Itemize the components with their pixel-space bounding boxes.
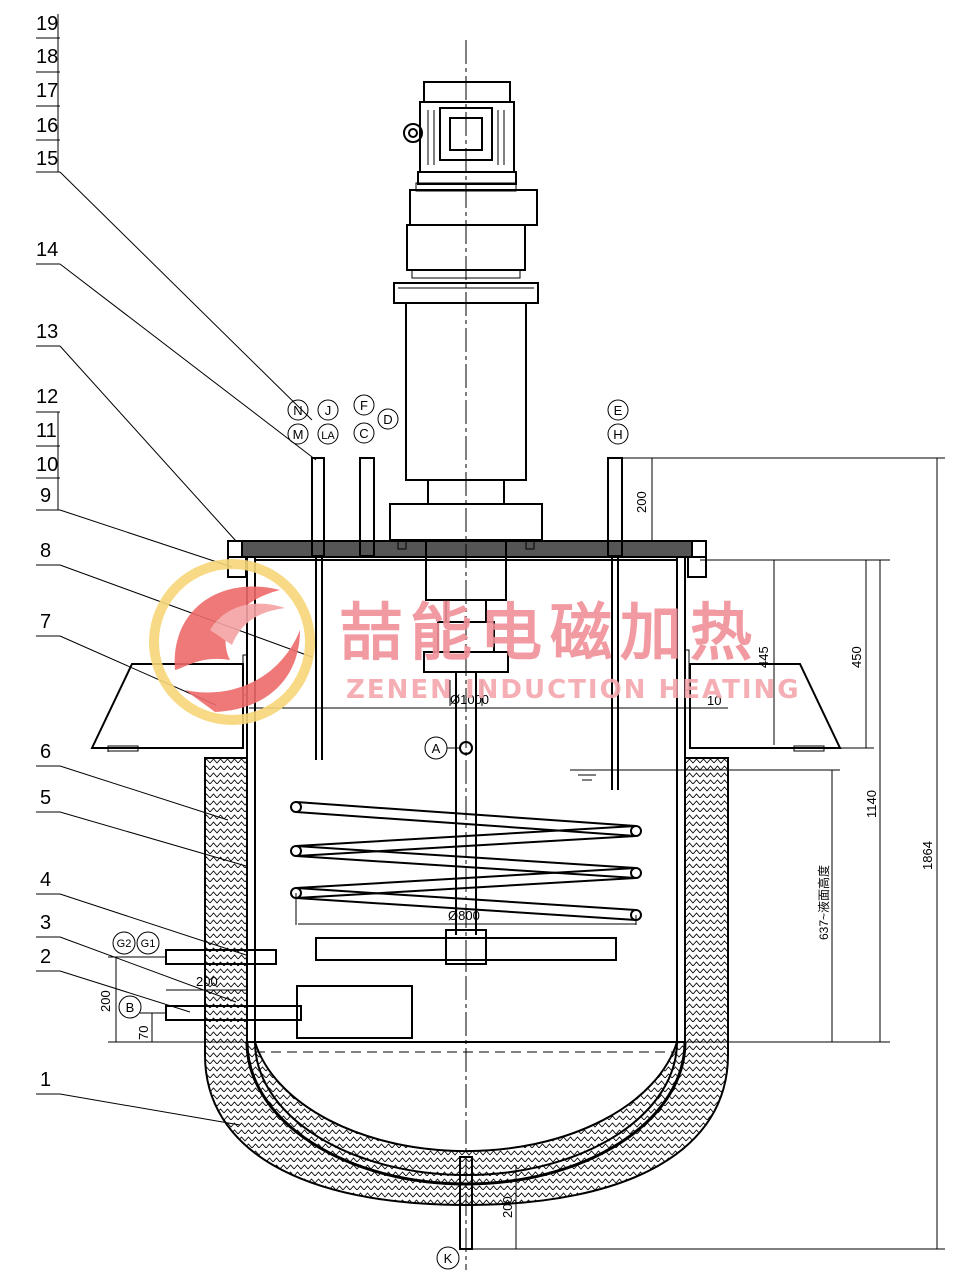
dim-side-200-width: 200 xyxy=(196,974,218,989)
part-label-15: 15 xyxy=(36,148,313,421)
part-label-18: 18 xyxy=(36,46,60,73)
dimension-texts: Ø1000 Ø800 10 200 200 445 450 1140 1864 … xyxy=(98,491,935,1218)
svg-text:2: 2 xyxy=(40,946,51,968)
support-lugs xyxy=(90,649,842,752)
nozzle-callouts: N M J LA F C D E H A B G2 G1 K xyxy=(112,394,629,1270)
watermark-cn: 喆能电磁加热 xyxy=(340,596,760,669)
insulation-layer xyxy=(204,757,729,1207)
svg-text:12: 12 xyxy=(36,386,58,408)
part-label-8: 8 xyxy=(36,540,313,658)
nozzle-k: K xyxy=(436,1246,460,1270)
part-label-5: 5 xyxy=(36,787,247,867)
svg-text:K: K xyxy=(444,1251,453,1266)
svg-text:7: 7 xyxy=(40,611,51,633)
svg-text:6: 6 xyxy=(40,741,51,763)
svg-text:4: 4 xyxy=(40,869,51,891)
dim-diameter-800: Ø800 xyxy=(448,908,480,923)
svg-text:F: F xyxy=(360,398,368,413)
dimension-lines xyxy=(108,457,945,1250)
svg-text:8: 8 xyxy=(40,540,51,562)
part-label-17: 17 xyxy=(36,80,60,107)
svg-text:J: J xyxy=(325,403,332,418)
part-label-9: 9 xyxy=(36,485,233,568)
svg-text:B: B xyxy=(126,1000,135,1015)
part-label-16: 16 xyxy=(36,115,60,141)
nozzle-c: C xyxy=(353,422,375,444)
watermark: 喆能电磁加热 ZENEN INDUCTION HEATING xyxy=(149,559,801,725)
svg-text:A: A xyxy=(432,741,441,756)
nozzle-d: D xyxy=(377,408,399,430)
dim-diameter-1000: Ø1000 xyxy=(450,692,489,707)
nozzle-f: F xyxy=(353,394,375,416)
svg-text:D: D xyxy=(383,412,392,427)
drive-assembly xyxy=(389,40,543,1270)
part-label-13: 13 xyxy=(36,321,237,542)
dim-wall-10: 10 xyxy=(707,693,721,708)
nozzle-la: LA xyxy=(317,423,339,445)
nozzle-a: A xyxy=(424,736,460,760)
nozzle-b: B xyxy=(118,995,142,1019)
part-label-6: 6 xyxy=(36,741,229,821)
part-label-10: 10 xyxy=(36,454,60,479)
top-cover xyxy=(227,540,707,578)
svg-text:13: 13 xyxy=(36,321,58,343)
nozzle-m: M xyxy=(287,423,309,445)
part-label-1: 1 xyxy=(36,1069,241,1126)
svg-text:N: N xyxy=(293,403,302,418)
part-label-11: 11 xyxy=(36,420,60,447)
dim-1140: 1140 xyxy=(864,790,879,818)
svg-text:10: 10 xyxy=(36,454,58,476)
cover-nozzles xyxy=(311,457,623,790)
watermark-en: ZENEN INDUCTION HEATING xyxy=(346,675,801,705)
part-label-4: 4 xyxy=(36,869,247,956)
dim-445: 445 xyxy=(756,646,771,668)
dim-bottom-200: 200 xyxy=(500,1196,515,1218)
nozzle-n: N xyxy=(287,399,309,421)
svg-text:5: 5 xyxy=(40,787,51,809)
nozzle-j: J xyxy=(317,399,339,421)
heating-coil xyxy=(290,801,642,925)
dim-637-level: 637~液面高度 xyxy=(816,865,831,940)
svg-text:15: 15 xyxy=(36,148,58,170)
svg-text:M: M xyxy=(293,427,304,442)
svg-text:17: 17 xyxy=(36,80,58,102)
part-label-3: 3 xyxy=(36,912,237,1003)
nozzle-e: E xyxy=(607,399,629,421)
part-label-12: 12 xyxy=(36,386,60,510)
nozzle-g1: G1 xyxy=(136,931,160,955)
svg-text:16: 16 xyxy=(36,115,58,137)
zenen-logo-icon xyxy=(149,559,315,725)
svg-text:C: C xyxy=(359,426,368,441)
svg-text:9: 9 xyxy=(40,485,51,507)
svg-text:G1: G1 xyxy=(141,938,156,950)
svg-text:E: E xyxy=(614,403,623,418)
svg-text:14: 14 xyxy=(36,239,58,261)
svg-text:18: 18 xyxy=(36,46,58,68)
agitator xyxy=(315,672,617,970)
dim-1864: 1864 xyxy=(920,841,935,870)
part-labels: 19 18 17 16 15 14 13 xyxy=(36,13,317,1126)
nozzle-g2: G2 xyxy=(112,931,136,955)
dim-side-200-height: 200 xyxy=(98,990,113,1012)
part-label-2: 2 xyxy=(36,946,191,1013)
dim-450: 450 xyxy=(849,646,864,668)
nozzle-h: H xyxy=(607,423,629,445)
svg-text:G2: G2 xyxy=(117,938,132,950)
svg-text:1: 1 xyxy=(40,1069,51,1091)
dim-side-70: 70 xyxy=(136,1026,151,1040)
part-label-19: 19 xyxy=(36,13,60,172)
svg-text:3: 3 xyxy=(40,912,51,934)
svg-text:H: H xyxy=(613,427,622,442)
svg-text:11: 11 xyxy=(36,420,57,442)
part-label-14: 14 xyxy=(36,239,317,461)
dim-200-top: 200 xyxy=(634,491,649,513)
svg-text:LA: LA xyxy=(321,430,335,442)
svg-text:19: 19 xyxy=(36,13,58,35)
liquid-level-mark xyxy=(570,769,840,781)
